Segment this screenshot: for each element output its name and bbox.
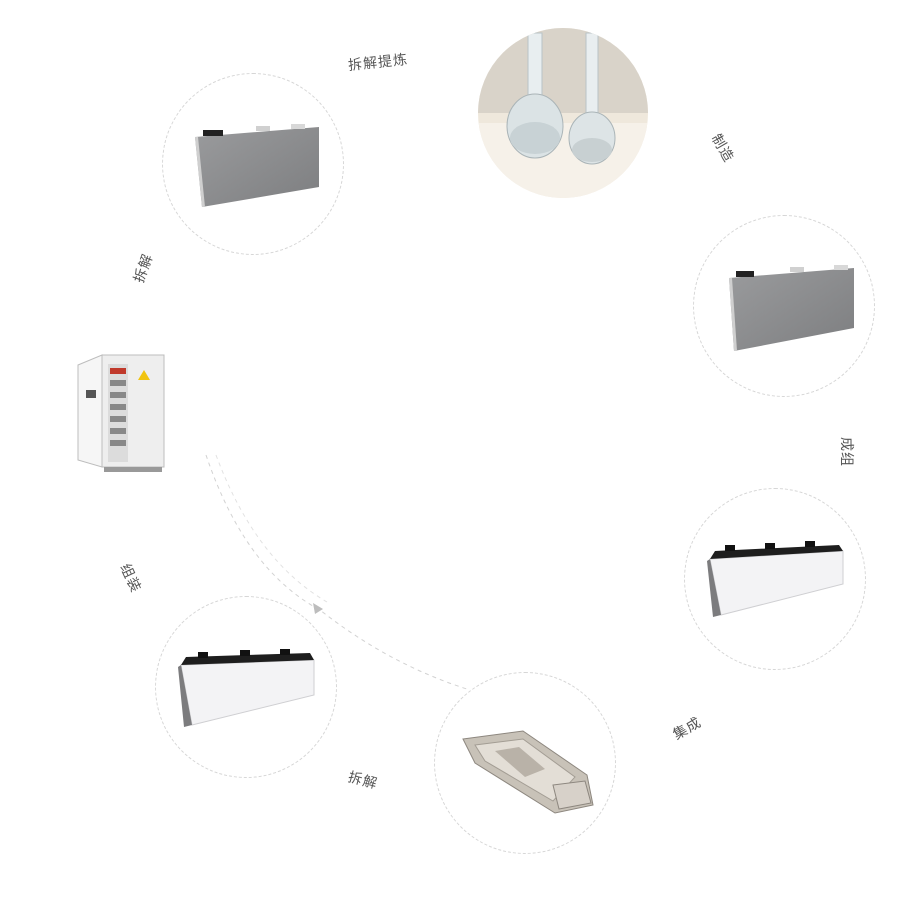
battery-module-image (707, 541, 844, 617)
step-node-tray (434, 672, 616, 854)
step-label-group: 成组 (838, 437, 854, 467)
vehicle-battery-tray-image (462, 730, 594, 814)
battery-module-image (178, 649, 315, 727)
battery-cell-image (729, 265, 854, 351)
step-node-flasks (478, 28, 648, 198)
battery-cell-image (195, 124, 319, 207)
arrow-head-icon (313, 603, 323, 614)
electrolyte-flask-image (478, 28, 648, 198)
step-node-module-left (155, 596, 337, 778)
energy-storage-cabinet-image (77, 354, 165, 472)
step-node-cell-topleft (162, 73, 344, 255)
step-node-module-right (684, 488, 866, 670)
step-node-cell-right (693, 215, 875, 397)
